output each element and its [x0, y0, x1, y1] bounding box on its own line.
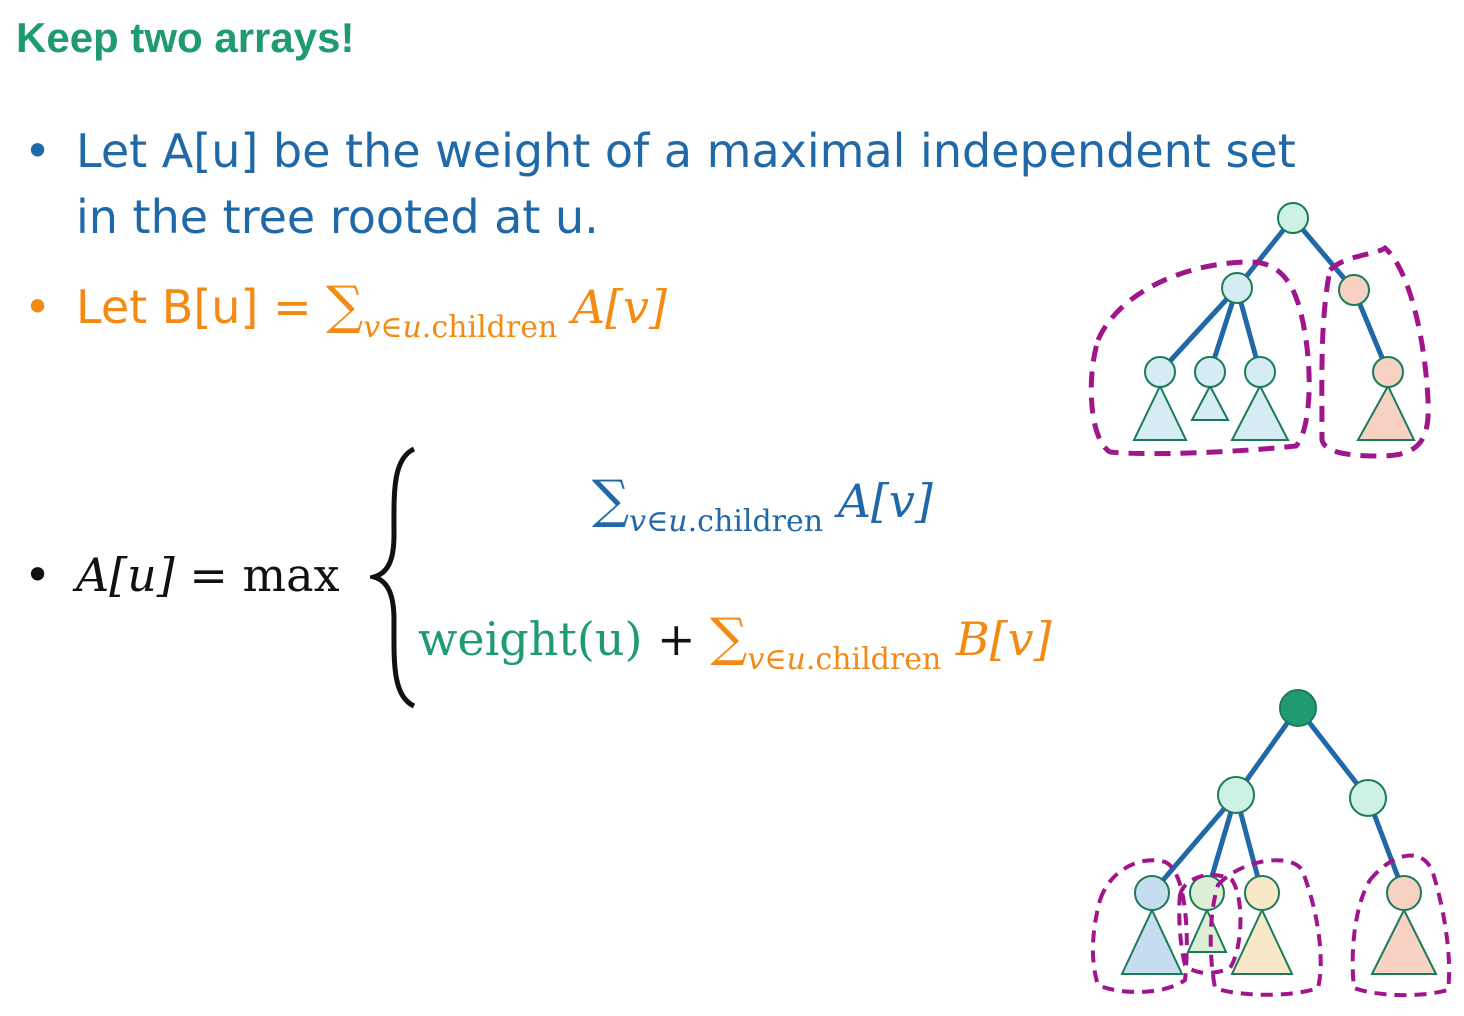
curly-brace	[370, 446, 416, 709]
bullet-b-definition: • Let B[u] = ∑v∈u.children A[v]	[24, 276, 667, 345]
bullet-marker: •	[24, 124, 52, 178]
page-title: Keep two arrays!	[16, 14, 355, 61]
case-include-u: weight(u) + ∑v∈u.children B[v]	[418, 608, 1052, 677]
sum-symbol: ∑	[592, 470, 630, 530]
bullet-a-recurrence: • A[u] = max	[24, 548, 340, 602]
bullet-marker: •	[24, 548, 52, 602]
bullet-a-definition-line1: • Let A[u] be the weight of a maximal ind…	[24, 124, 1296, 178]
sum-subscript: v∈u.children	[363, 310, 558, 345]
case-exclude-u: ∑v∈u.children A[v]	[592, 470, 933, 539]
bullet-marker: •	[24, 280, 52, 334]
a-of-u: A[u]	[76, 548, 175, 602]
a-of-v: A[v]	[837, 474, 933, 528]
sum-symbol: ∑	[710, 608, 748, 668]
equals-max: = max	[174, 548, 340, 602]
tree-diagram-a-b	[1088, 202, 1431, 459]
sum-symbol: ∑	[326, 276, 364, 336]
plus-sign: +	[642, 612, 711, 666]
a-definition-text-cont: in the tree rooted at u.	[76, 190, 599, 244]
a-of-v: A[v]	[571, 280, 667, 334]
sum-subscript: v∈u.children	[629, 504, 824, 539]
weight-of-u: weight(u)	[418, 612, 643, 666]
a-definition-text: Let A[u] be the weight of a maximal inde…	[76, 124, 1296, 178]
tree-diagram-include-root	[1090, 689, 1452, 998]
sum-subscript: v∈u.children	[747, 642, 942, 677]
b-definition-text: Let B[u] =	[76, 280, 327, 334]
bullet-a-definition-line2: in the tree rooted at u.	[76, 190, 599, 244]
b-of-v: B[v]	[955, 612, 1052, 666]
